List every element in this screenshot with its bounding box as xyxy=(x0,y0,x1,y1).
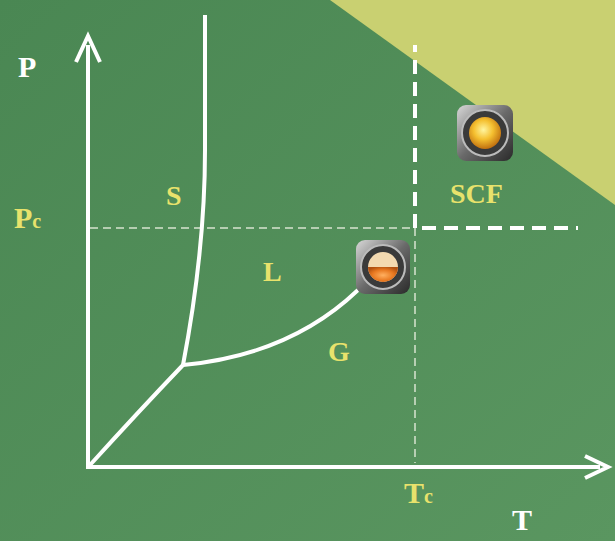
tc-guide xyxy=(414,228,416,463)
axis-arrowhead xyxy=(76,36,100,62)
cell-icon xyxy=(356,240,410,294)
phase-label: SCF xyxy=(450,180,503,208)
pressure-axis xyxy=(86,45,90,467)
melting-curve xyxy=(183,15,205,365)
cell-icon xyxy=(457,105,513,161)
phase-label: G xyxy=(328,338,350,366)
sublimation-curve xyxy=(90,365,183,465)
vaporization-curve xyxy=(183,290,358,365)
phase-label: S xyxy=(166,182,182,210)
axis-arrowhead xyxy=(585,456,608,478)
axis-label: T xyxy=(512,505,532,535)
axis-value: Pc xyxy=(14,203,41,233)
axis-label: P xyxy=(18,52,36,82)
axis-value: Tc xyxy=(404,478,433,508)
scf-boundary xyxy=(413,45,417,228)
corner-triangle xyxy=(330,0,615,205)
temperature-axis xyxy=(86,465,600,469)
scf-boundary xyxy=(422,226,578,230)
pc-guide xyxy=(90,227,415,229)
phase-label: L xyxy=(263,258,282,286)
